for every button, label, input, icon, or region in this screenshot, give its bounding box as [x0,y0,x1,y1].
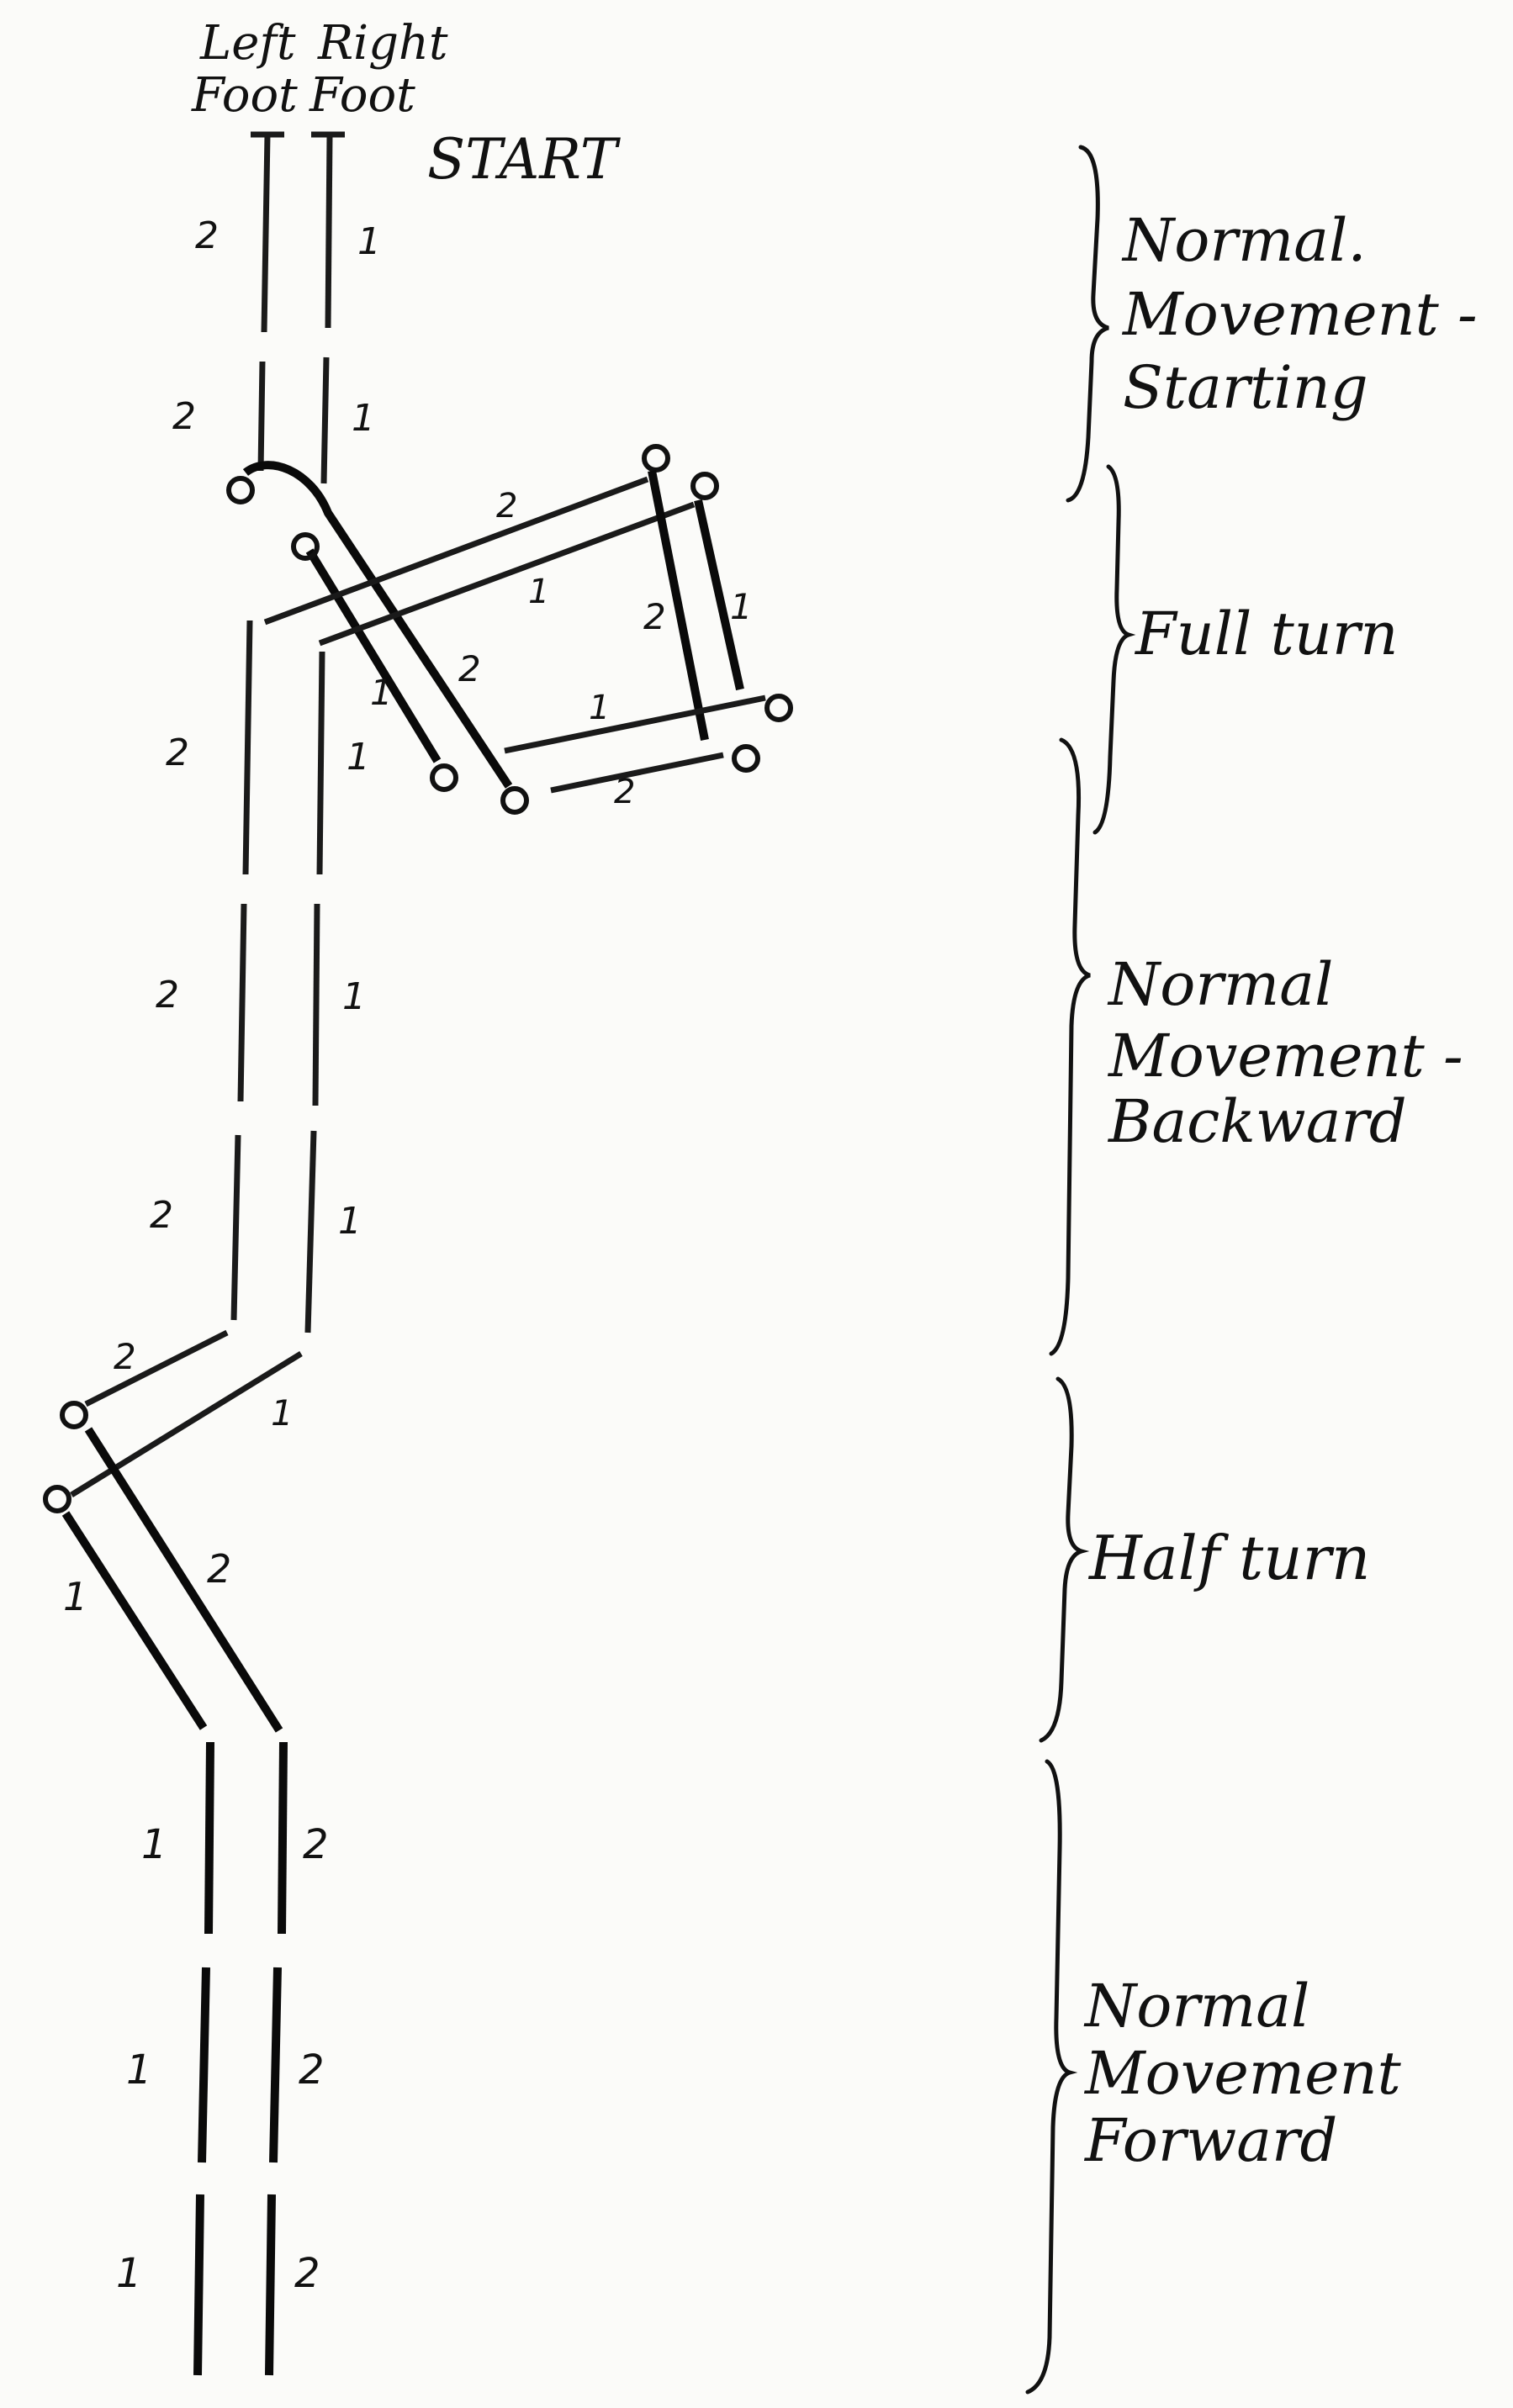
step-number: 2 [166,731,189,774]
right-forward-step-3 [265,2194,276,2376]
label-backward-line2: Movement - [1107,1022,1463,1090]
step-number: 2 [114,1336,136,1377]
left-hook-step [242,461,513,789]
label-full-turn-line1: Full turn [1134,599,1398,668]
step-number: 1 [338,1200,362,1243]
section-forward-steps [193,1741,288,2376]
right-foot-label-line1: Right [317,16,448,71]
right-forward-step-2 [269,1967,282,2163]
turn-return-step-2 [550,752,724,794]
label-forward: Normal Movement Forward [1083,1972,1402,2175]
right-step-1 [325,134,333,329]
left-forward-step-3 [193,2194,204,2376]
step-number: 2 [614,773,635,811]
left-step-1 [261,134,271,333]
step-number: 1 [271,1392,294,1434]
section-half-turn-steps [43,1329,303,1733]
label-starting-line1: Normal. [1121,206,1367,275]
label-forward-line1: Normal [1083,1972,1309,2041]
label-backward: Normal Movement - Backward [1107,950,1463,1156]
label-backward-line1: Normal [1107,950,1333,1019]
section-braces [1025,145,1136,2395]
label-starting-line2: Movement - [1121,280,1478,349]
section-start-steps [257,134,333,484]
step-number: 1 [370,672,393,713]
step-number: 1 [357,220,381,263]
label-half-turn: Half turn [1087,1523,1370,1593]
brace-backward [1049,737,1091,1356]
right-forward-step-1 [278,1741,288,1935]
label-full-turn: Full turn [1134,599,1398,668]
left-vertical-turn-step [648,470,709,741]
label-half-turn-line1: Half turn [1087,1523,1370,1593]
label-starting: Normal. Movement - Starting [1121,206,1478,422]
left-back-step-2 [237,903,247,1102]
step-number: 2 [458,648,481,689]
step-number: 1 [126,2046,152,2094]
start-label: START [427,127,622,192]
left-foot-label-line1: Left [199,16,296,71]
left-cross-step [263,476,649,626]
step-number: 2 [150,1194,173,1237]
label-forward-line2: Movement [1083,2039,1402,2108]
right-back-step-3 [304,1130,317,1333]
step-number: 1 [352,397,375,440]
right-diagonal-step [305,548,442,763]
step-number: 1 [116,2250,142,2297]
brace-full-turn [1092,464,1136,835]
brace-half-turn [1039,1376,1090,1743]
step-number: 1 [342,975,366,1018]
step-number: 2 [299,2046,325,2094]
step-number: 2 [303,1821,329,1868]
brace-starting [1066,145,1109,503]
left-forward-step-2 [198,1967,210,2163]
right-foot-label-line2: Foot [309,68,415,123]
right-back-step-2 [312,903,320,1106]
right-back-step-1 [316,651,325,875]
half-turn-cross-1 [70,1351,303,1497]
step-number: 2 [156,974,179,1017]
brace-forward [1025,1759,1078,2395]
label-forward-line3: Forward [1083,2106,1337,2175]
step-number: 2 [195,214,219,257]
left-back-step-1 [242,620,253,875]
half-turn-cross-2 [84,1329,229,1407]
step-number: 1 [528,573,549,611]
step-number: 1 [63,1574,87,1619]
section-backward-steps [230,620,325,1333]
step-number: 1 [141,1821,167,1868]
left-foot-label-line2: Foot [191,68,298,123]
step-number: 2 [172,395,196,438]
step-number: 1 [730,586,753,627]
right-step-2 [320,356,330,484]
right-vertical-turn-step [694,499,744,691]
step-number: 2 [643,596,666,637]
step-number: 1 [589,689,610,727]
half-turn-diagonal-2 [84,1427,283,1733]
right-cross-step [318,501,696,647]
turn-return-step-1 [504,694,766,754]
step-number: 1 [347,736,370,779]
section-full-turn-steps [226,444,793,815]
step-number: 2 [294,2250,320,2297]
left-step-2 [257,361,266,472]
left-forward-step-1 [204,1741,214,1935]
label-starting-line3: Starting [1123,353,1368,422]
left-back-step-3 [230,1134,241,1321]
label-backward-line3: Backward [1107,1087,1407,1156]
step-number: 2 [207,1546,231,1592]
step-number: 2 [496,487,517,525]
half-turn-diagonal-1 [61,1511,208,1730]
